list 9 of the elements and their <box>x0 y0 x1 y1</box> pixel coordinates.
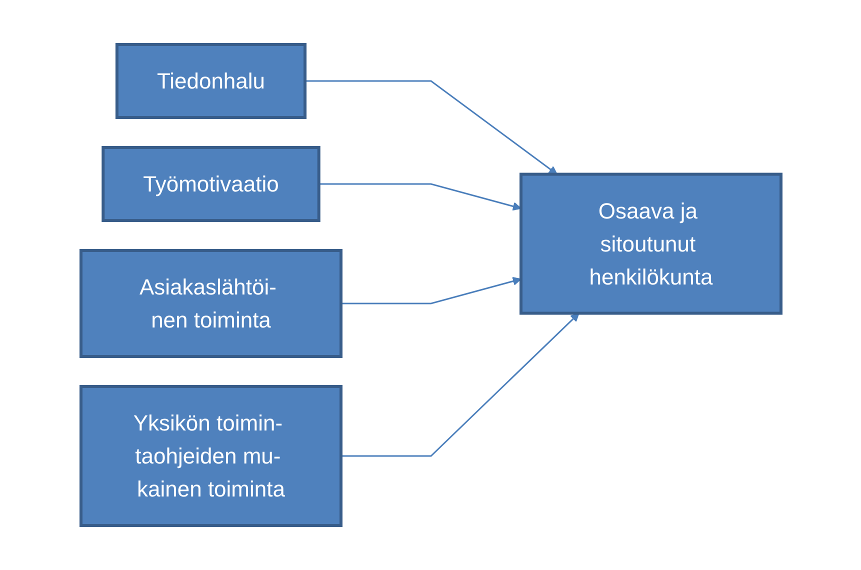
node-box: Yksikön toimin- taohjeiden mu- kainen toiminta <box>79 385 342 527</box>
node-box: Asiakaslähtöi- nen toiminta <box>79 249 342 358</box>
arrow <box>340 276 521 304</box>
node-box: Osaava ja sitoutunut henkilökunta <box>519 172 782 315</box>
node-box: Tiedonhalu <box>114 43 306 119</box>
arrow <box>318 183 521 211</box>
arrow <box>340 312 579 457</box>
arrow <box>304 80 557 175</box>
node-box: Työmotivaatio <box>101 146 320 222</box>
